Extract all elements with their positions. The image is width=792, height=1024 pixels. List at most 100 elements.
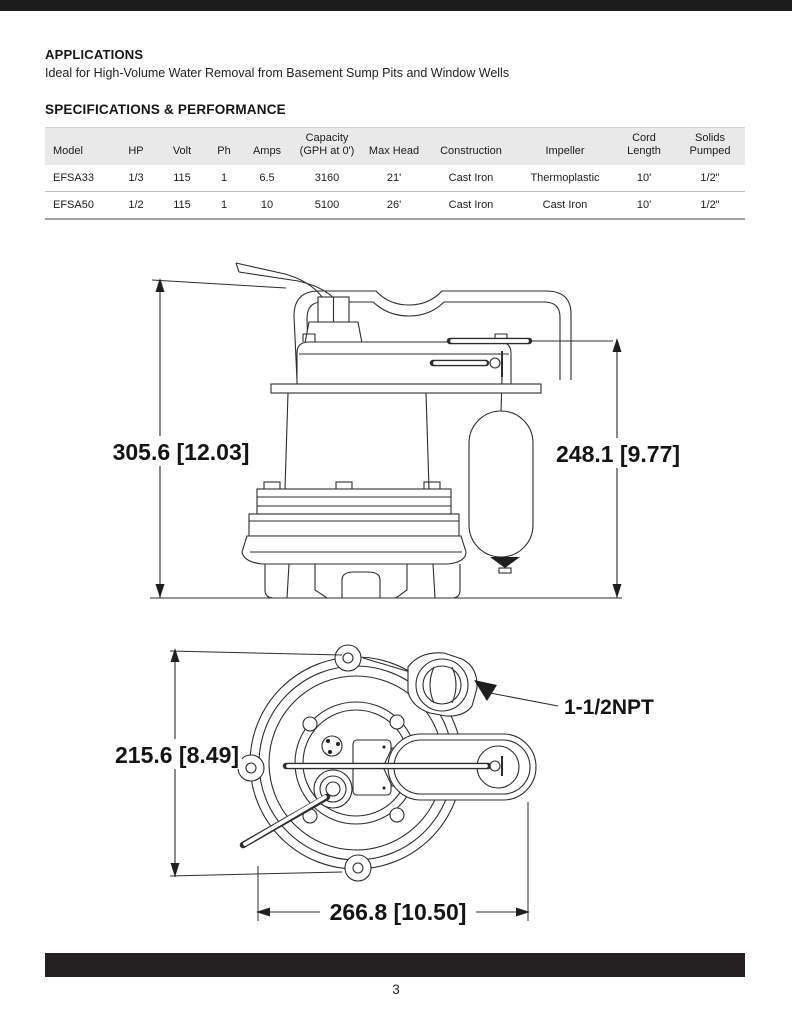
- power-cord-end: [235, 262, 240, 273]
- dimension-arrow-up-icon: [155, 278, 165, 292]
- extension-lines: [169, 650, 343, 877]
- cell: 5100: [291, 190, 363, 220]
- applications-heading: APPLICATIONS: [45, 47, 144, 62]
- pump-foot: [264, 563, 290, 599]
- cell: 10: [243, 190, 291, 220]
- cell: 1: [220, 171, 228, 184]
- col-capacity: Capacity (GPH at 0'): [291, 127, 363, 165]
- bolt: [389, 807, 405, 823]
- dimension-arrow-right-icon: [516, 907, 530, 917]
- plate-screw: [382, 786, 386, 790]
- mounting-lugs: [237, 644, 372, 882]
- col-model: Model: [45, 127, 113, 165]
- col-max-head: Max Head: [363, 127, 425, 165]
- port-threads: [429, 666, 457, 704]
- cell: 1: [205, 190, 243, 220]
- dimension-arrow-up-icon: [170, 648, 180, 662]
- carry-handle-outer: [293, 290, 572, 381]
- float-foot: [498, 567, 512, 574]
- cell: 115: [159, 190, 205, 220]
- col-construction: Construction: [425, 127, 517, 165]
- lug: [344, 854, 372, 882]
- boss-hole: [328, 750, 332, 754]
- port-bridge: [362, 657, 411, 673]
- cell: 6.5: [259, 171, 275, 184]
- lug-hole: [245, 762, 257, 774]
- boss-hole: [336, 742, 340, 746]
- label-mask: [114, 436, 248, 466]
- boss-hole: [326, 739, 330, 743]
- cell-model: EFSA50: [45, 190, 113, 220]
- cell: 10': [636, 171, 652, 184]
- guide-rod: [243, 795, 327, 846]
- cord-collar: [304, 321, 363, 344]
- cell: 3160: [314, 171, 340, 184]
- col-amps: Amps: [243, 127, 291, 165]
- port-circle: [415, 658, 469, 712]
- motor-top-flange: [270, 383, 542, 394]
- pump-top-view: 1-1/2NPT 215.6 [8.49] 266.8 [10.50]: [112, 644, 654, 926]
- callout-leader: [489, 692, 559, 707]
- port-bore: [422, 665, 462, 705]
- dimension-float-height: 248.1 [9.77]: [552, 338, 684, 598]
- cell: 1/2": [675, 190, 745, 220]
- label-mask: [552, 438, 684, 468]
- bolt: [389, 714, 405, 730]
- cell-model: EFSA33: [53, 171, 94, 184]
- specifications-heading: SPECIFICATIONS & PERFORMANCE: [45, 102, 286, 117]
- applications-body: Ideal for High-Volume Water Removal from…: [45, 66, 510, 80]
- table-row: EFSA50 1/2 115 1 10 5100 26' Cast Iron C…: [45, 190, 745, 220]
- float-switch: [468, 410, 534, 558]
- rod-ball: [489, 760, 501, 772]
- dimension-topview-width: 266.8 [10.50]: [256, 802, 530, 926]
- cell: Cast Iron: [517, 190, 613, 220]
- hub-ring: [319, 775, 347, 803]
- dimension-arrow-down-icon: [155, 584, 165, 598]
- cover-bolts: [302, 714, 405, 824]
- pump-band: [248, 513, 460, 537]
- dimension-arrow-left-icon: [256, 907, 270, 917]
- bolt: [302, 716, 318, 732]
- float-tether: [500, 376, 503, 413]
- footer-bar: [45, 953, 745, 977]
- label-mask: [112, 739, 242, 769]
- cell: 1/3: [128, 171, 144, 184]
- power-cord: [235, 262, 332, 315]
- plate-screw: [382, 745, 386, 749]
- top-divider-bar: [0, 0, 792, 11]
- col-hp: HP: [113, 127, 159, 165]
- cell: 21': [386, 171, 402, 184]
- dimension-overall-height: 305.6 [12.03]: [113, 278, 249, 598]
- motor-body: [284, 392, 430, 490]
- spec-table: Model HP Volt Ph Amps Capacity (GPH at 0…: [45, 127, 745, 220]
- float-bottom-weight: [490, 557, 520, 568]
- volute: [241, 535, 467, 565]
- table-row: EFSA33 1/3 115 1 6.5 3160 21' Cast Iron …: [45, 165, 745, 192]
- dimension-topview-height: 215.6 [8.49]: [112, 648, 343, 877]
- pump-technical-drawing: 305.6 [12.03] 248.1 [9.77]: [112, 262, 684, 926]
- page-number: 3: [392, 982, 400, 997]
- carry-handle-inner: [306, 301, 561, 381]
- extension-line-top: [151, 279, 287, 289]
- spec-table-header-row: Model HP Volt Ph Amps Capacity (GPH at 0…: [45, 127, 745, 165]
- dim-height-label: 215.6 [8.49]: [115, 742, 239, 768]
- cell: 115: [173, 171, 191, 184]
- boss: [321, 735, 343, 757]
- pump-side-view: 305.6 [12.03] 248.1 [9.77]: [113, 262, 684, 599]
- pump-foot-arch: [314, 564, 408, 599]
- dim-width-label: 266.8 [10.50]: [330, 899, 467, 925]
- cell: 10': [613, 190, 675, 220]
- bolt-band: [256, 488, 452, 515]
- npt-callout: 1-1/2NPT: [474, 680, 654, 719]
- col-cord-length: Cord Length: [613, 127, 675, 165]
- dimension-arrow-down-icon: [170, 863, 180, 877]
- lug: [334, 644, 362, 672]
- pump-foot: [432, 563, 461, 599]
- lug-hole: [342, 652, 354, 664]
- hanger-ball: [489, 357, 501, 369]
- lug-hole: [352, 862, 364, 874]
- cell: 1/2": [700, 171, 720, 184]
- dimension-arrow-down-icon: [612, 584, 622, 598]
- discharge-port: [362, 652, 478, 717]
